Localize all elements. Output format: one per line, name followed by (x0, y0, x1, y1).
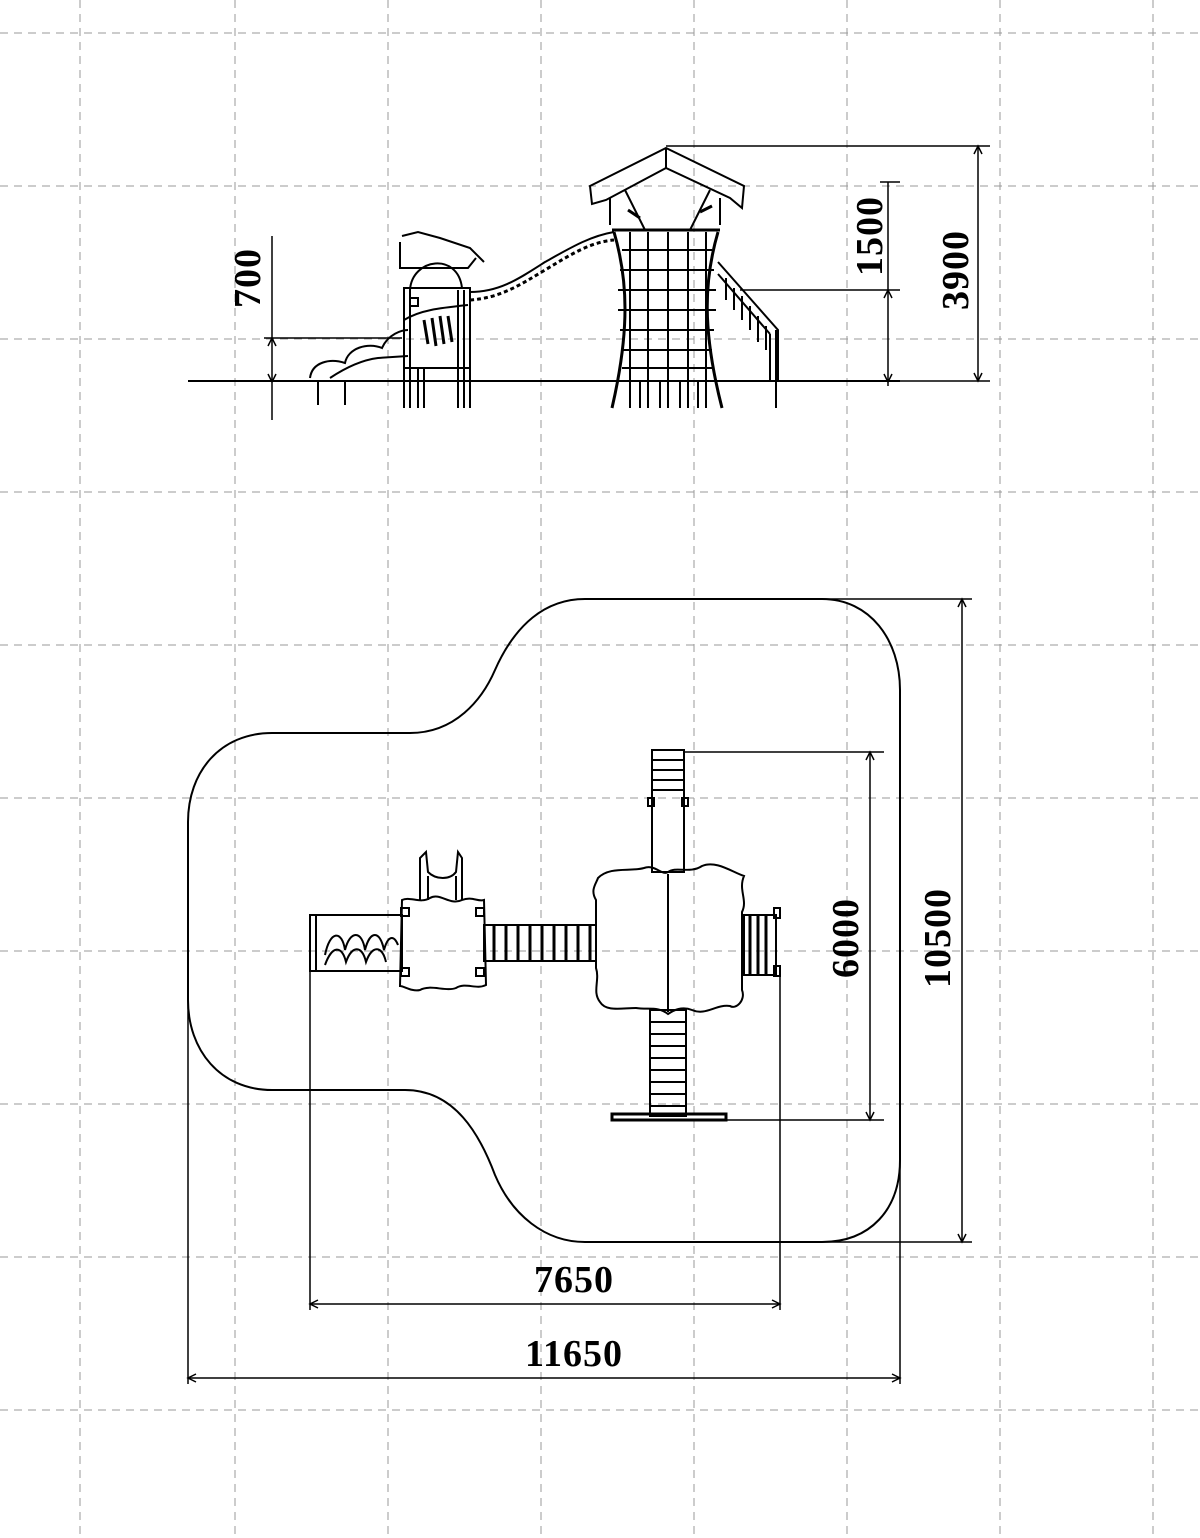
dim-10500: 10500 (917, 888, 959, 988)
plan-dimensions (186, 597, 972, 1384)
dim-7650: 7650 (534, 1259, 614, 1301)
dim-3900: 3900 (935, 230, 977, 310)
elevation-view (188, 146, 900, 409)
dim-700: 700 (227, 248, 269, 308)
plan-view (187, 598, 901, 1243)
dim-1500: 1500 (849, 196, 891, 276)
elevation-dimensions (264, 144, 990, 420)
dim-6000: 6000 (825, 898, 867, 978)
dim-11650: 11650 (525, 1333, 623, 1375)
